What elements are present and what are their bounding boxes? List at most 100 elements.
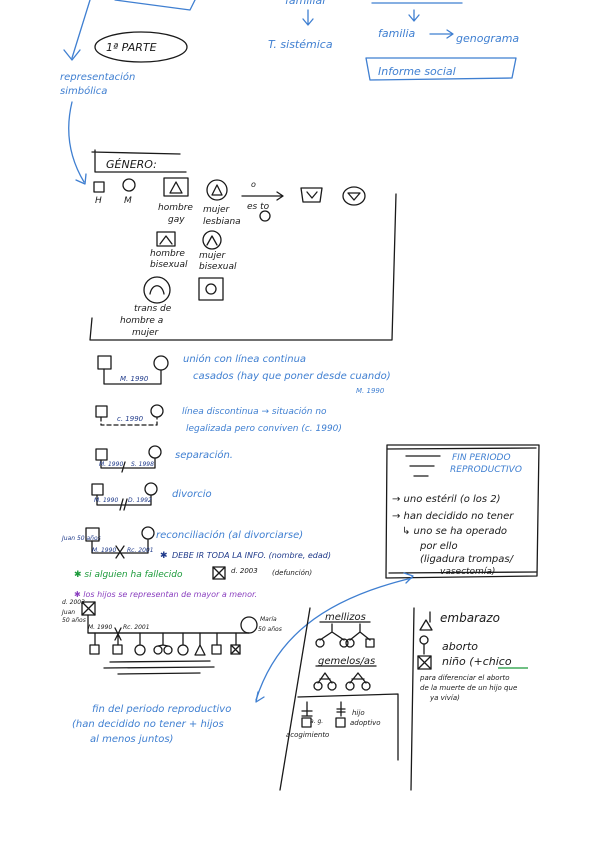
fin-box-item-1: → uno estéril (o los 2)	[392, 493, 501, 505]
bisexual-man-label-1: hombre	[150, 249, 185, 259]
fin-box-item-6: vasectomía)	[440, 567, 495, 577]
cohab-male	[95, 405, 108, 418]
union-text-1: unión con línea continua	[183, 353, 306, 365]
lesbian-label-1: mujer	[203, 205, 231, 215]
hijos-text: ✱ los hijos se representan de mayor a me…	[74, 590, 257, 599]
embarazo-symbol	[419, 619, 433, 631]
informe-social-text: Informe social	[378, 65, 456, 78]
bisexual-man-symbol	[156, 231, 176, 247]
union-date: M. 1990	[120, 375, 149, 383]
genograma-text: genograma	[456, 32, 519, 45]
fin-box: FIN PERIODO REPRODUCTIVO → uno estéril (…	[385, 444, 540, 579]
sep-female	[148, 445, 162, 459]
trans-shape-2	[342, 186, 366, 206]
trans-label-3: mujer	[132, 328, 160, 338]
genero-section: GÉNERO: H M hombre gay mujer lesbiana o …	[89, 149, 397, 341]
aborto-note-3: ya vivía)	[429, 694, 460, 702]
children-row	[89, 632, 241, 656]
div-female	[144, 482, 158, 496]
mellizos-section: mellizos gemelos/as a. g. acogimiento hi…	[279, 607, 399, 791]
fin-box-title-2: REPRODUCTIVO	[450, 465, 522, 475]
fin-box-item-5: (ligadura trompas/	[420, 554, 515, 565]
fallecido-date: d. 2003	[231, 567, 258, 575]
fam-right-1: María	[260, 616, 277, 623]
aborto-text: aborto	[442, 640, 478, 653]
representacion-text: representación	[60, 71, 135, 83]
fin-box-title-1: FIN PERIODO	[452, 453, 511, 463]
fallecido-note: (defunción)	[272, 569, 312, 577]
es-to-text: es to	[247, 202, 270, 212]
parte-text: 1ª PARTE	[106, 41, 157, 54]
debe-text: DEBE IR TODA LA INFO. (nombre, edad)	[172, 551, 331, 560]
separacion-text: separación.	[175, 449, 233, 461]
aborto-note-2: de la muerte de un hijo que	[420, 684, 517, 692]
lesbian-label-2: lesbiana	[203, 217, 241, 227]
simbolica-text: simbólica	[60, 85, 107, 97]
cohab-text-1: línea discontinua → situación no	[182, 406, 327, 417]
t-sistemica-text: T. sistémica	[268, 38, 333, 51]
fin-box-item-3: ↳ uno se ha operado	[402, 526, 507, 537]
fin-box-item-2: → han decidido no tener	[392, 511, 514, 522]
bisexual-woman-label-1: mujer	[199, 251, 227, 261]
cohab-date: c. 1990	[117, 415, 144, 423]
gay-man-symbol	[163, 177, 189, 197]
trans-woman-symbol	[143, 276, 171, 304]
gay-man-label-1: hombre	[158, 203, 193, 213]
div-male	[91, 483, 104, 496]
lesbian-woman-symbol	[206, 179, 228, 201]
relations-section: M. 1990 unión con línea continua casados…	[61, 353, 391, 675]
acogimiento-a: a. g.	[310, 718, 323, 725]
bisexual-woman-label-2: bisexual	[199, 262, 237, 272]
nino-text: niño (+chico	[442, 655, 512, 668]
h-label: H	[95, 196, 102, 206]
rec-female	[141, 526, 155, 540]
divorcio-text: divorcio	[172, 489, 212, 500]
fam-mother	[240, 616, 258, 634]
deceased-symbol	[212, 566, 226, 580]
aborto-note-1: para diferenciar el aborto	[419, 674, 510, 682]
sep-date-2: S. 1998	[131, 461, 154, 468]
familia-text: familia	[378, 27, 415, 40]
fin-text-1: fin del periodo reproductivo	[92, 704, 231, 715]
acogimiento-label: acogimiento	[286, 731, 329, 739]
sep-date-1: M. 1990	[99, 461, 123, 468]
bisexual-woman-symbol	[202, 230, 222, 250]
hijo-label: hijo	[352, 709, 365, 717]
fam-date-1: M. 1990	[88, 624, 112, 631]
rec-marker: ✱	[160, 551, 168, 561]
cohab-text-2: legalizada pero conviven (c. 1990)	[186, 424, 342, 434]
adoptivo-label: adoptivo	[350, 719, 381, 727]
union-male	[97, 355, 112, 370]
mellizos-label: mellizos	[325, 612, 366, 623]
o-mark: o	[251, 180, 256, 189]
fam-left-2: Juan	[61, 609, 75, 616]
embarazo-text: embarazo	[440, 611, 500, 625]
rec-left: Juan 50 años	[61, 535, 101, 542]
right-column: embarazo aborto niño (+chico para difere…	[410, 607, 528, 791]
aborto-symbol	[417, 655, 432, 670]
union-text-2: casados (hay que poner desde cuando)	[193, 371, 391, 382]
trans-man-symbol	[198, 277, 224, 301]
fam-left-1: d. 2003	[62, 599, 85, 606]
fin-text-2: (han decidido no tener + hijos	[72, 719, 224, 730]
gemelos-label: gemelos/as	[318, 656, 375, 667]
top-section: familiar T. sistémica familia genograma …	[60, 0, 519, 185]
fallecido-text: ✱ si alguien ha fallecido	[74, 570, 183, 580]
div-date-2: D. 1992	[128, 497, 152, 504]
genero-heading: GÉNERO:	[106, 158, 157, 171]
trans-label-1: trans de	[134, 304, 172, 314]
fam-left-3: 50 años	[62, 617, 86, 624]
union-date-2: M. 1990	[356, 387, 385, 395]
trans-shape-1	[300, 187, 323, 203]
gay-man-label-2: gay	[168, 215, 185, 225]
reconciliacion-text: reconciliación (al divorciarse)	[156, 529, 303, 541]
fin-box-item-4: por ello	[419, 541, 458, 552]
rec-date-2: Rc. 2001	[127, 547, 154, 554]
parte-oval	[94, 31, 188, 63]
m-label: M	[124, 196, 132, 206]
fin-text-3: al menos juntos)	[90, 734, 173, 745]
div-date-1: M. 1990	[94, 497, 118, 504]
union-female	[153, 355, 169, 371]
